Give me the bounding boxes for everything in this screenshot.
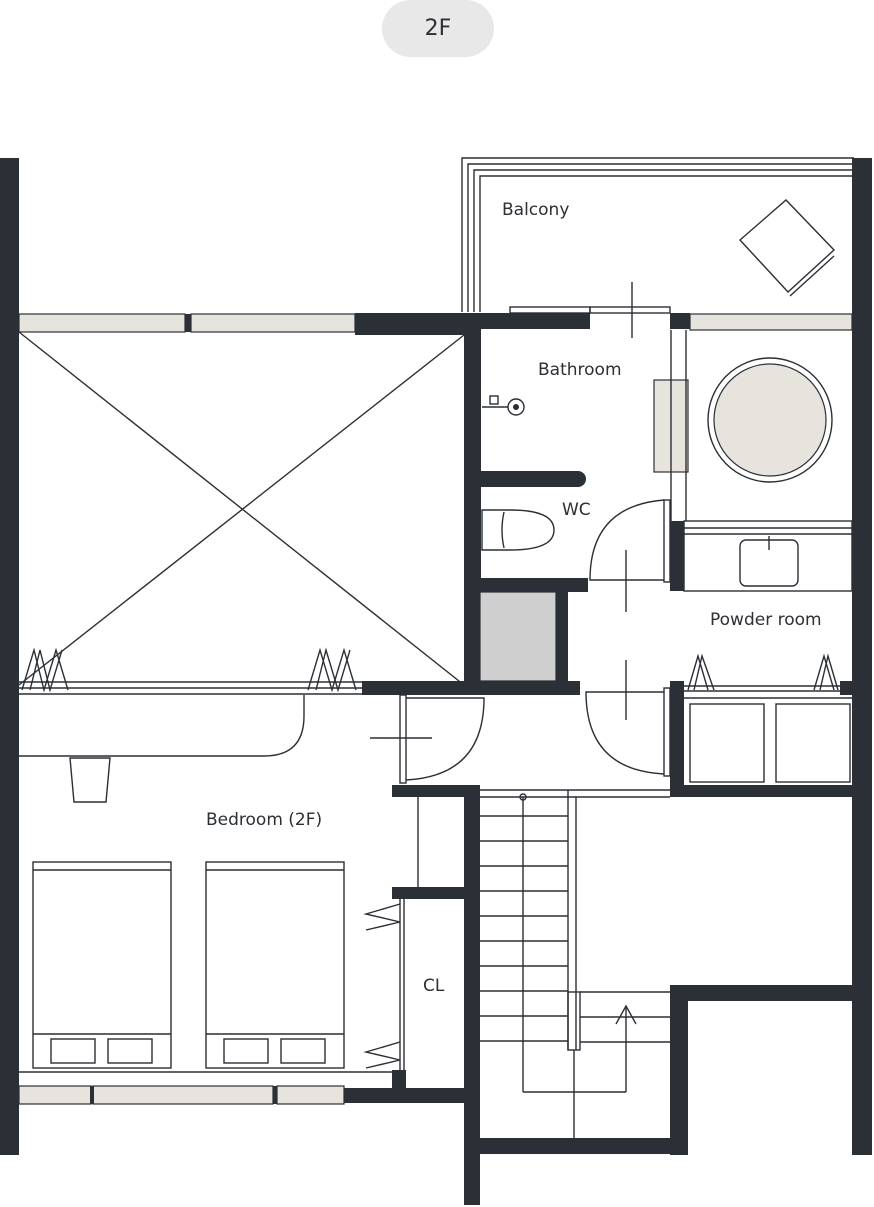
walls [0,158,872,1205]
closet-folding-doors [363,797,419,1070]
windows [18,313,853,1105]
bedroom-desk [19,695,305,803]
bathtub [707,357,833,483]
room-label-balcony: Balcony [502,200,569,220]
bathroom-sliding-door [509,282,671,338]
powder-room-door [585,660,671,777]
shower-fixture [482,395,525,416]
room-label-bedroom: Bedroom (2F) [206,810,322,830]
staircase [480,789,670,1138]
floor-badge-label: 2F [424,16,452,41]
storage-folding-doors [684,653,852,783]
bedroom-door [370,694,485,784]
void-open-to-below [18,331,465,695]
beds [32,861,345,1069]
room-label-closet: CL [423,976,445,996]
pipe-shaft [479,591,557,682]
wc-door [589,499,671,612]
balcony-railing [461,157,854,312]
balcony-chair [738,199,836,297]
room-label-powder-room: Powder room [710,610,822,630]
room-label-bathroom: Bathroom [538,360,622,380]
toilet [481,509,555,551]
room-label-wc: WC [562,500,591,520]
vanity [683,520,853,592]
floor-badge: 2F [382,0,494,57]
folding-doors-void [21,647,357,693]
